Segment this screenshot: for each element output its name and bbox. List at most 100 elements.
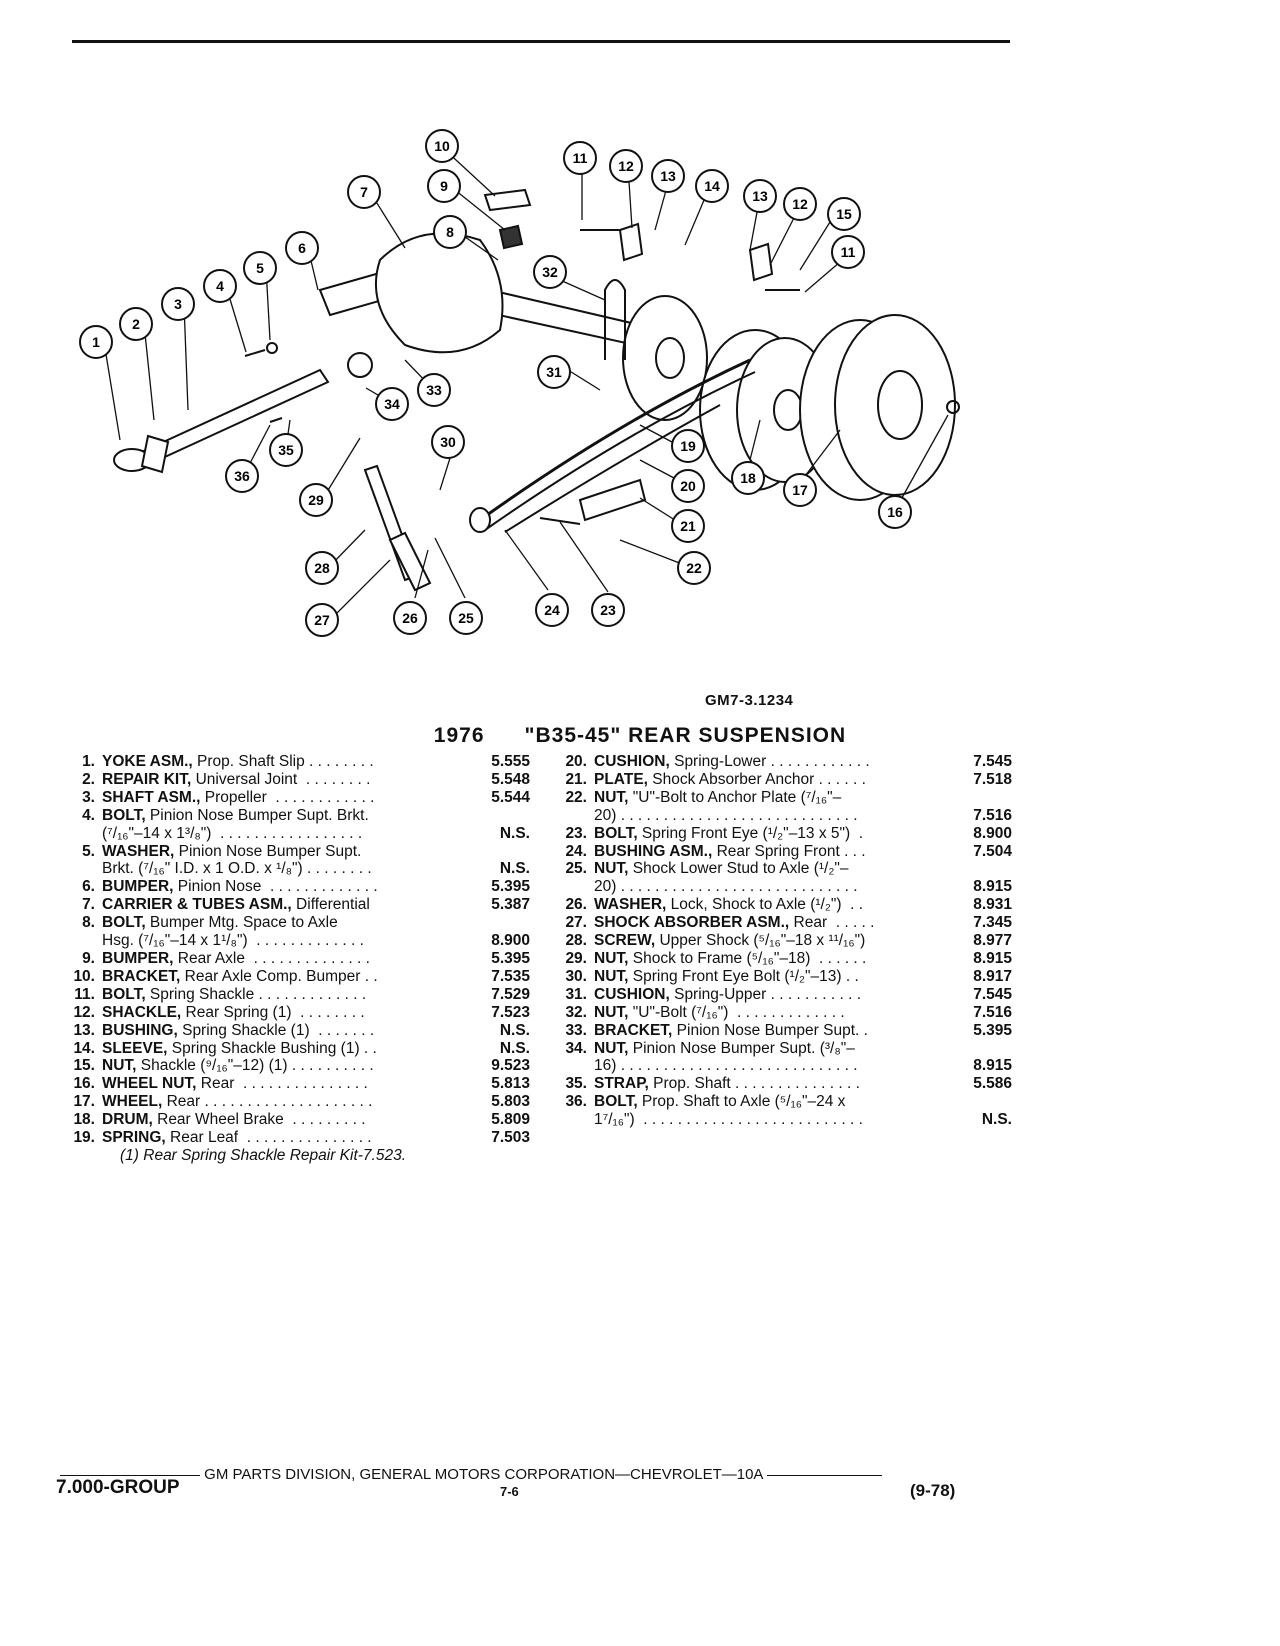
group-number: 8.915 [973,1057,1012,1075]
group-number: 7.545 [973,753,1012,770]
part-description: NUT, "U"-Bolt (⁷/₁₆") . . . . . . . . . … [594,1004,950,1022]
callout-label: 21 [680,518,696,534]
callout-label: 31 [546,364,562,380]
callout-7: 7 [347,175,381,209]
callout-label: 16 [887,504,903,520]
part-detail: (⁷/₁₆"–14 x 1³/₈") . . . . . . . . . . .… [102,824,363,842]
top-rule [72,40,1010,43]
parts-row: 31. CUSHION, Spring-Upper . . . . . . . .… [552,986,1012,1004]
title-model: "B35-45" REAR SUSPENSION [524,724,847,747]
callout-label: 20 [680,478,696,494]
part-name: BUSHING, [102,1021,178,1039]
part-detail: Pinion Nose . . . . . . . . . . . . . [173,878,378,896]
callout-8: 8 [433,215,467,249]
parts-row: 29.NUT, Shock to Frame (⁵/₁₆"–18) . . . … [552,950,1012,968]
callout-16: 16 [878,495,912,529]
part-detail: Rear Axle . . . . . . . . . . . . . . [173,949,370,967]
footer-page: 7-6 [500,1484,519,1499]
anchor-plate [578,478,647,522]
callout-24: 24 [535,593,569,627]
parts-row: 8.BOLT, Bumper Mtg. Space to Axle [60,914,530,932]
callout-label: 3 [174,296,182,312]
part-name: SHACKLE, [102,1003,182,1021]
parts-row: 19.SPRING, Rear Leaf . . . . . . . . . .… [60,1129,530,1147]
group-number: 5.387 [491,896,530,914]
parts-row: 34.NUT, Pinion Nose Bumper Supt. (³/₈"– [552,1040,1012,1058]
callout-10: 10 [425,129,459,163]
callout-12: 12 [609,149,643,183]
group-number: 5.809 [491,1111,530,1129]
part-name: SHAFT ASM., [102,788,201,806]
part-number: 26. [565,896,587,914]
part-number: 35. [565,1075,587,1093]
part-description: PLATE, Shock Absorber Anchor . . . . . . [594,771,950,789]
callout-label: 9 [440,178,448,194]
parts-row: 1⁷/₁₆") . . . . . . . . . . . . . . . . … [552,1111,1012,1129]
parts-row: 26. WASHER, Lock, Shock to Axle (¹/₂") . … [552,896,1012,914]
part-number: 4. [82,806,95,824]
part-description: (⁷/₁₆"–14 x 1³/₈") . . . . . . . . . . .… [102,825,468,843]
part-detail: Spring Shackle Bushing (1) . . [167,1039,377,1057]
part-detail: Rear . . . . . [789,914,875,932]
part-name: WHEEL, [102,1093,163,1111]
callout-label: 2 [132,316,140,332]
part-name: REPAIR KIT, [102,770,192,788]
part-description: BRACKET, Pinion Nose Bumper Supt. . [594,1022,950,1040]
part-name: SHOCK ABSORBER ASM., [594,914,790,932]
callout-29: 29 [299,483,333,517]
pinion-flange [347,352,373,378]
part-detail: Pinion Nose Bumper Supt. . [672,1021,868,1039]
part-number: 32. [565,1003,587,1021]
part-description: SHAFT ASM., Propeller . . . . . . . . . … [102,789,468,807]
callout-label: 22 [686,560,702,576]
callout-32: 32 [533,255,567,289]
callout-label: 28 [314,560,330,576]
callout-label: 35 [278,442,294,458]
part-name: BUMPER, [102,949,174,967]
callout-1: 1 [79,325,113,359]
part-number: 30. [565,967,587,985]
part-number: 31. [565,985,587,1003]
part-detail: Prop. Shaft . . . . . . . . . . . . . . … [648,1075,860,1093]
part-name: CUSHION, [594,985,670,1003]
callout-label: 33 [426,382,442,398]
callout-label: 29 [308,492,324,508]
part-detail: Hsg. (⁷/₁₆"–14 x 1¹/₈") . . . . . . . . … [102,932,364,950]
part-description: SHACKLE, Rear Spring (1) . . . . . . . . [102,1004,468,1022]
part-detail: Shock to Frame (⁵/₁₆"–18) . . . . . . [628,949,867,967]
callout-label: 12 [792,196,808,212]
part-description: BUMPER, Rear Axle . . . . . . . . . . . … [102,950,468,968]
parts-row: 32. NUT, "U"-Bolt (⁷/₁₆") . . . . . . . .… [552,1004,1012,1022]
group-number: 7.545 [973,985,1012,1003]
part-name: NUT, [594,1003,629,1021]
parts-row: 36.BOLT, Prop. Shaft to Axle (⁵/₁₆"–24 x [552,1093,1012,1111]
callout-26: 26 [393,601,427,635]
part-number: 34. [565,1039,587,1057]
part-description: WASHER, Lock, Shock to Axle (¹/₂") . . [594,896,950,914]
part-number: 17. [73,1093,95,1111]
callout-13: 13 [651,159,685,193]
part-description: CUSHION, Spring-Upper . . . . . . . . . … [594,986,950,1004]
part-number: 6. [82,878,95,896]
part-number: 2. [82,770,95,788]
part-number: 15. [73,1057,95,1075]
part-name: BUSHING ASM., [594,842,713,860]
group-number: 8.917 [973,967,1012,985]
parts-row: Hsg. (⁷/₁₆"–14 x 1¹/₈") . . . . . . . . … [60,932,530,950]
group-number: N.S. [499,1021,530,1039]
group-number: N.S. [499,860,530,878]
parts-row: 14.SLEEVE, Spring Shackle Bushing (1) . … [60,1040,530,1058]
callout-25: 25 [449,601,483,635]
callout-label: 12 [618,158,634,174]
part-number: 36. [565,1093,587,1111]
callout-label: 36 [234,468,250,484]
group-number: 7.516 [973,806,1012,824]
part-detail: Rear . . . . . . . . . . . . . . . . . .… [162,1093,373,1111]
part-name: NUT, [594,1039,629,1057]
callout-27: 27 [305,603,339,637]
group-number: 5.544 [491,788,530,806]
part-detail: Spring Shackle (1) . . . . . . . [177,1021,375,1039]
part-number: 29. [565,949,587,967]
part-description: 20) . . . . . . . . . . . . . . . . . . … [594,878,950,896]
parts-row: Brkt. (⁷/₁₆" I.D. x 1 O.D. x ¹/₈") . . .… [60,860,530,878]
